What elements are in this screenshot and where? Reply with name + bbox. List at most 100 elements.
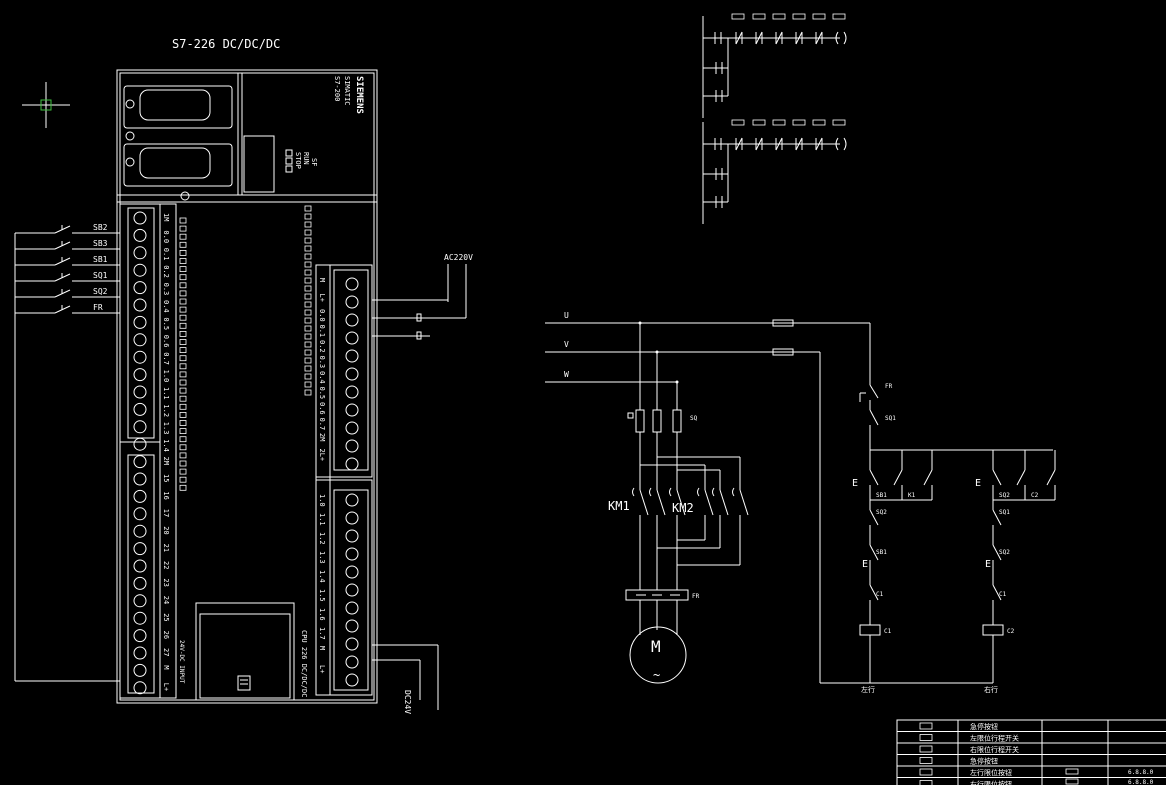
sq-label: SQ (690, 415, 698, 422)
dc-label: DC24V (403, 690, 412, 714)
terminal-screw (345, 565, 359, 579)
legend-right-text: 6.8.8.0 (1128, 769, 1154, 776)
output-led (304, 285, 312, 292)
terminal-screw (345, 529, 359, 543)
legend-symbol (919, 768, 933, 776)
terminal-screw (345, 511, 359, 525)
terminal-screw (133, 646, 147, 660)
output-led (304, 253, 312, 260)
input-led (179, 249, 187, 256)
terminal-screw (133, 455, 147, 469)
terminal-screw (345, 439, 359, 453)
terminal-label: 2M (318, 433, 326, 441)
legend-symbol (919, 757, 933, 764)
coil-label: C2 (1007, 628, 1015, 635)
terminal-screw (345, 583, 359, 597)
terminal-label: 2L+ (318, 449, 326, 462)
terminal-label: 0.6 (318, 402, 326, 415)
input-led (179, 322, 187, 329)
terminal-label: 26 (162, 631, 170, 639)
terminal-screw (345, 385, 359, 399)
led-run: RUN (302, 152, 310, 165)
coil (982, 624, 1004, 636)
legend-text: 左限位行程开关 (970, 734, 1019, 743)
input-led (179, 484, 187, 491)
terminal-screw (133, 489, 147, 503)
base-label: 24V-DC INPUT (178, 640, 185, 684)
terminal-screw (345, 331, 359, 345)
input-led (179, 403, 187, 410)
terminal-screw (133, 472, 147, 486)
terminal-screw (133, 559, 147, 573)
output-led (304, 245, 312, 252)
contact-label: SQ1 (999, 509, 1010, 516)
ac-feed[interactable]: AC220V (372, 253, 473, 340)
terminal-screw (133, 333, 147, 347)
ctrl-fr: FR (885, 383, 893, 390)
terminal-label: 24 (162, 596, 170, 604)
terminal-screw (133, 420, 147, 434)
terminal-label: 1.7 (318, 627, 326, 640)
brand-block: SIEMENS SIMATIC S7-200 (333, 76, 364, 114)
terminal-screw (345, 421, 359, 435)
terminal-screw (133, 681, 147, 695)
km1-label: KM1 (608, 499, 630, 513)
estop-label: E (862, 559, 868, 570)
input-led (179, 306, 187, 313)
plc-housing[interactable] (116, 69, 378, 704)
terminal-screw (345, 313, 359, 327)
input-led (179, 217, 187, 224)
terminal-screw (133, 402, 147, 416)
output-led (304, 237, 312, 244)
contact-label: SB1 (876, 492, 887, 499)
phase-v: V (564, 340, 569, 349)
estop-label: E (852, 478, 858, 489)
input-led (179, 411, 187, 418)
terminal-label: 17 (162, 509, 170, 517)
motor-tilde: ~ (653, 668, 660, 682)
switch-label: SB2 (93, 223, 108, 232)
output-led (304, 301, 312, 308)
terminal-label: L+ (318, 294, 326, 302)
ctrl-left-bottom: 左行 (861, 685, 875, 694)
legend-text: 急停按钮 (970, 757, 998, 766)
input-led (179, 314, 187, 321)
legend-table[interactable]: 急停按钮左限位行程开关右限位行程开关急停按钮左行限位按钮右行限位按钮6.8.8.… (896, 719, 1166, 785)
right-terminal-strip[interactable]: ML+0.00.10.20.30.40.50.60.72M2L+1.01.11.… (315, 264, 373, 696)
terminal-label: 0.7 (162, 352, 170, 365)
power-circuit[interactable]: U V W SQ KM1 KM2 (545, 311, 870, 684)
contact-label: SB1 (876, 549, 887, 556)
terminal-screw (133, 542, 147, 556)
left-terminal-strip[interactable]: 1M0.00.10.20.30.40.50.60.71.01.11.21.31.… (119, 203, 177, 699)
switch-label: SB1 (93, 255, 108, 264)
terminal-label: 0.4 (318, 371, 326, 384)
input-led (179, 282, 187, 289)
input-led (179, 460, 187, 467)
terminal-label: 1.3 (318, 551, 326, 564)
terminal-screw (133, 228, 147, 242)
expansion-connector[interactable] (195, 602, 295, 701)
dc-feed[interactable]: DC24V (372, 644, 439, 714)
contact-label: SQ2 (876, 509, 887, 516)
output-led (304, 269, 312, 276)
input-led (179, 355, 187, 362)
input-led (179, 225, 187, 232)
terminal-label: 1.0 (162, 370, 170, 383)
terminal-screw (133, 368, 147, 382)
input-led (179, 298, 187, 305)
terminal-label: 1.5 (318, 589, 326, 602)
coil (859, 624, 881, 636)
terminal-screw (133, 298, 147, 312)
legend-text: 右行限位按钮 (970, 780, 1012, 785)
output-led (304, 381, 312, 388)
legend-right-text: 6.8.8.0 (1128, 779, 1154, 785)
cpu-label: CPU 226 DC/DC/DC (300, 630, 308, 697)
ladder-diagram[interactable] (702, 13, 847, 224)
input-led (179, 379, 187, 386)
estop-label: E (975, 478, 981, 489)
input-led (179, 468, 187, 475)
switch-label: SQ2 (93, 287, 108, 296)
